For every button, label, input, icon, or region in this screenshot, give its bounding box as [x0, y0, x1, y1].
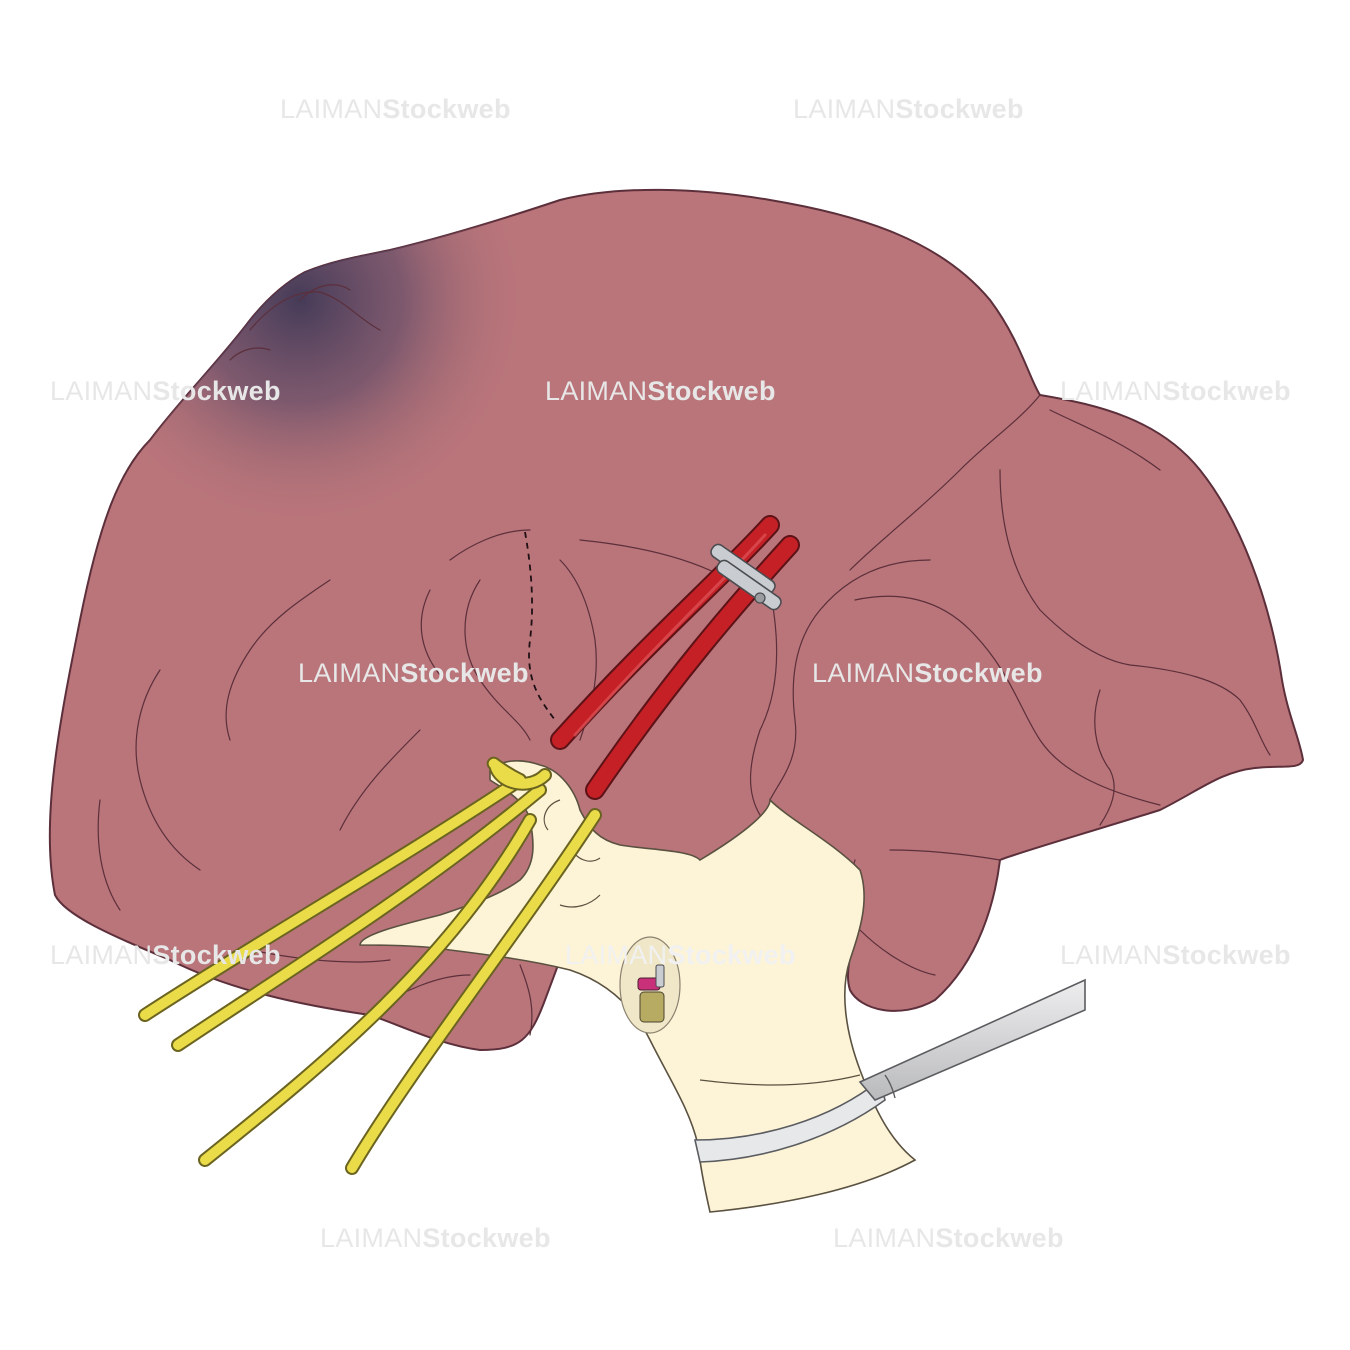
watermark-brand: LAIMAN — [812, 658, 915, 688]
watermark: LAIMANStockweb — [812, 658, 1043, 689]
watermark-brand: LAIMAN — [545, 376, 648, 406]
watermark: LAIMANStockweb — [565, 940, 796, 971]
vessel-tapes — [138, 756, 602, 1175]
watermark-brand: LAIMAN — [50, 376, 153, 406]
watermark-brand: LAIMAN — [1060, 940, 1163, 970]
watermark: LAIMANStockweb — [320, 1223, 551, 1254]
watermark-brand: LAIMAN — [833, 1223, 936, 1253]
watermark-suffix: Stockweb — [382, 94, 511, 124]
watermark-suffix: Stockweb — [1162, 376, 1291, 406]
watermark: LAIMANStockweb — [298, 658, 529, 689]
tape-3 — [198, 813, 537, 1167]
laparoscopic-instrument-icon — [858, 978, 1086, 1101]
watermark: LAIMANStockweb — [50, 376, 281, 407]
clip-icon — [619, 936, 681, 1034]
watermark: LAIMANStockweb — [833, 1223, 1064, 1254]
tape-2 — [171, 783, 547, 1052]
watermark-suffix: Stockweb — [914, 658, 1043, 688]
watermark-suffix: Stockweb — [667, 940, 796, 970]
tape-4 — [345, 808, 602, 1175]
watermark-brand: LAIMAN — [565, 940, 668, 970]
tape-1 — [138, 773, 527, 1022]
watermark-suffix: Stockweb — [1162, 940, 1291, 970]
watermark: LAIMANStockweb — [1060, 940, 1291, 971]
watermark-suffix: Stockweb — [895, 94, 1024, 124]
watermark-suffix: Stockweb — [152, 940, 281, 970]
watermark-brand: LAIMAN — [298, 658, 401, 688]
hepatic-vein — [550, 515, 800, 800]
watermark-brand: LAIMAN — [320, 1223, 423, 1253]
watermark-brand: LAIMAN — [280, 94, 383, 124]
watermark-brand: LAIMAN — [793, 94, 896, 124]
watermark: LAIMANStockweb — [280, 94, 511, 125]
watermark-suffix: Stockweb — [422, 1223, 551, 1253]
watermark-brand: LAIMAN — [50, 940, 153, 970]
watermark-suffix: Stockweb — [400, 658, 529, 688]
liver-contours — [97, 284, 1271, 1036]
tape-loop — [486, 756, 552, 791]
watermark-suffix: Stockweb — [647, 376, 776, 406]
watermark: LAIMANStockweb — [50, 940, 281, 971]
vascular-clamp-icon — [710, 543, 782, 611]
watermark: LAIMANStockweb — [793, 94, 1024, 125]
watermark-suffix: Stockweb — [152, 376, 281, 406]
watermark-brand: LAIMAN — [1060, 376, 1163, 406]
glove-cuff — [693, 1078, 886, 1163]
watermark-suffix: Stockweb — [935, 1223, 1064, 1253]
resection-line — [524, 531, 556, 721]
watermark: LAIMANStockweb — [1060, 376, 1291, 407]
watermark: LAIMANStockweb — [545, 376, 776, 407]
